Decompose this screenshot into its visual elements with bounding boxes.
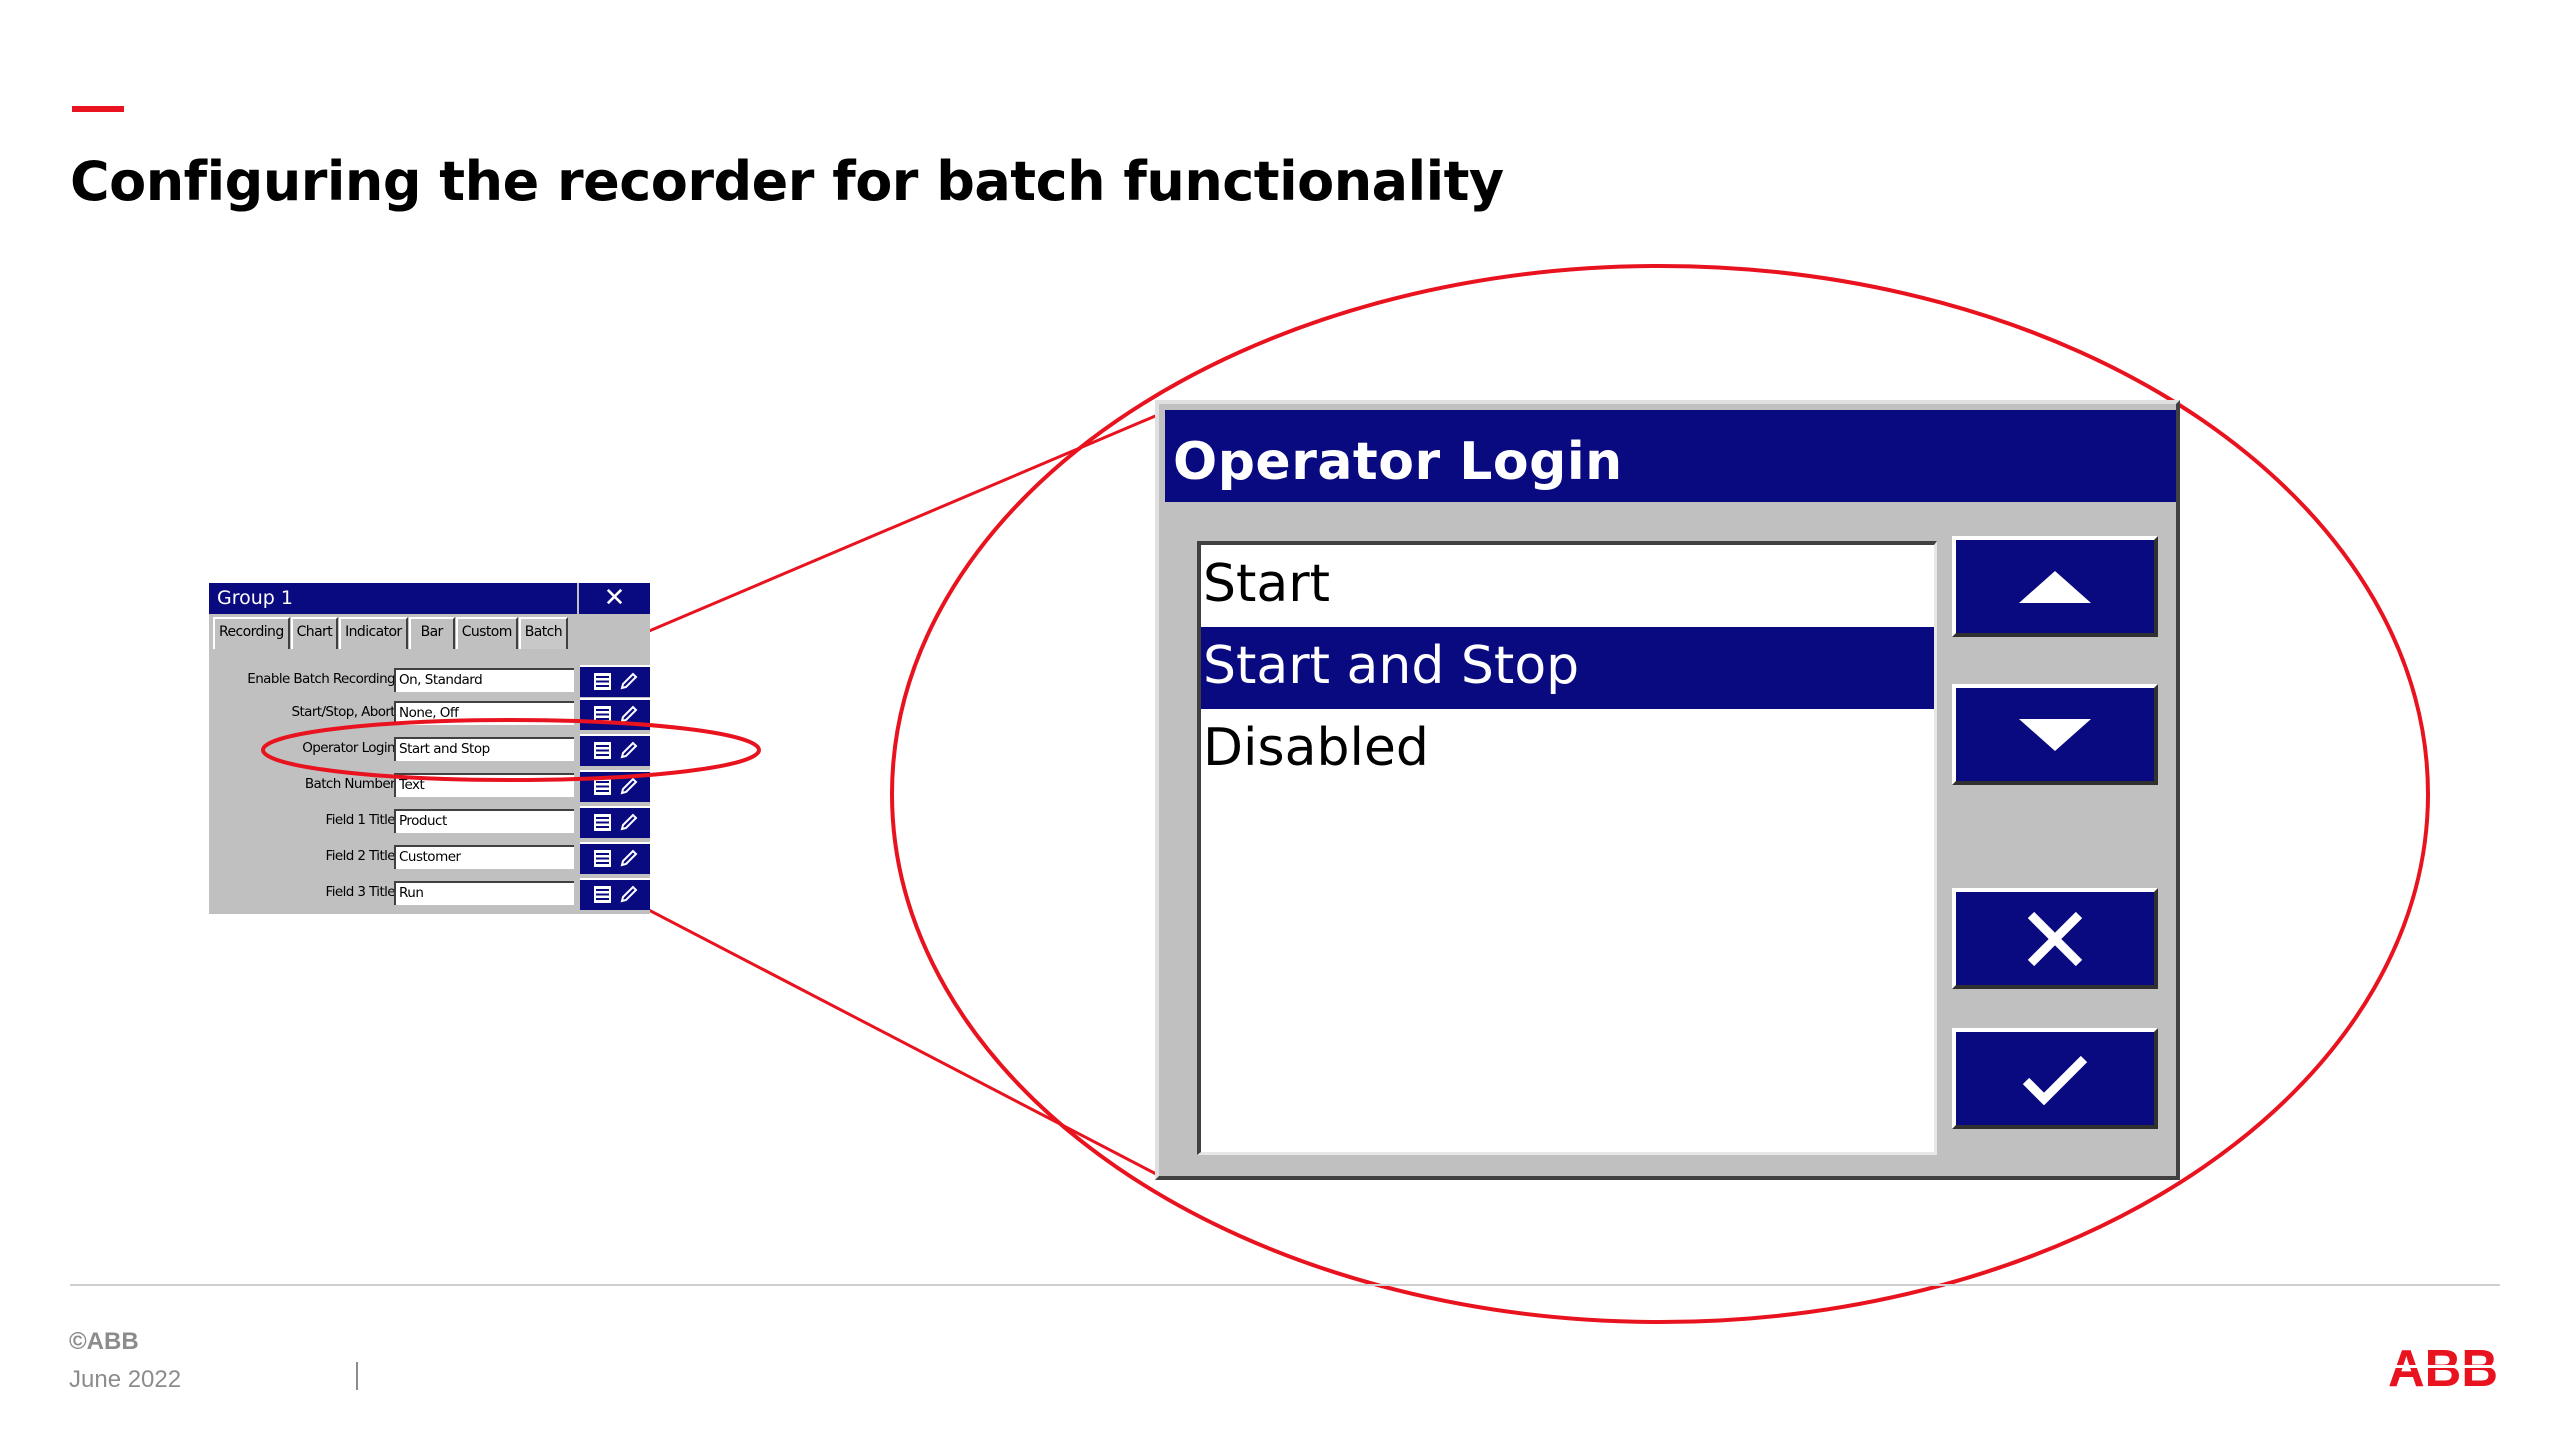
batch-settings-dialog: Group 1 ✕ Recording Chart Indicator Bar … (209, 583, 650, 914)
setting-label: Field 3 Title (325, 884, 396, 900)
close-icon (2027, 911, 2083, 966)
setting-label: Operator Login (302, 740, 395, 756)
close-button[interactable]: ✕ (577, 583, 650, 614)
tab-indicator[interactable]: Indicator (339, 617, 408, 649)
setting-value-field[interactable]: Run (394, 881, 574, 905)
setting-label: Batch Number (304, 776, 396, 792)
footer-date: June 2022 (69, 1366, 182, 1393)
setting-edit-buttons[interactable] (580, 698, 650, 730)
cancel-button[interactable] (1952, 888, 2158, 989)
scroll-down-button[interactable] (1952, 684, 2158, 785)
footer-separator (356, 1362, 358, 1390)
tab-batch[interactable]: Batch (518, 617, 569, 649)
setting-value-field[interactable]: None, Off (394, 701, 574, 725)
setting-edit-buttons[interactable] (580, 878, 650, 910)
tab-chart[interactable]: Chart (290, 617, 339, 649)
tab-custom[interactable]: Custom (455, 617, 518, 649)
abb-logo: ABB (2388, 1346, 2500, 1390)
callout-ellipse-large (890, 264, 2430, 1324)
setting-value-field[interactable]: On, Standard (394, 668, 574, 692)
setting-row-operator-login: Operator Login Start and Stop (209, 732, 650, 766)
pencil-icon (620, 705, 638, 723)
setting-value-field[interactable]: Customer (394, 845, 574, 869)
setting-value-field[interactable]: Start and Stop (394, 737, 574, 761)
setting-value-field[interactable]: Product (394, 809, 574, 833)
operator-login-dialog: Operator Login Start Start and Stop Disa… (1155, 400, 2180, 1180)
list-icon (594, 850, 611, 867)
close-icon: ✕ (603, 583, 626, 613)
tab-bar[interactable]: Bar (408, 617, 455, 649)
checkmark-icon (2022, 1055, 2088, 1105)
dialog-titlebar: Operator Login (1165, 410, 2176, 502)
setting-edit-buttons[interactable] (580, 734, 650, 766)
callout-line-bottom (571, 868, 1161, 1178)
pencil-icon (620, 885, 638, 903)
setting-row-field-2-title: Field 2 Title Customer (209, 840, 650, 874)
setting-row-field-3-title: Field 3 Title Run (209, 876, 650, 910)
pencil-icon (620, 777, 638, 795)
arrow-down-icon (2019, 718, 2091, 751)
accent-dash (72, 106, 124, 112)
ok-button[interactable] (1952, 1028, 2158, 1129)
option-start[interactable]: Start (1203, 554, 1331, 614)
arrow-up-icon (2019, 570, 2091, 603)
pencil-icon (620, 741, 638, 759)
scroll-up-button[interactable] (1952, 536, 2158, 637)
setting-edit-buttons[interactable] (580, 842, 650, 874)
list-icon (594, 886, 611, 903)
option-start-and-stop[interactable]: Start and Stop (1201, 627, 1934, 709)
setting-row-enable-batch-recording: Enable Batch Recording On, Standard (209, 663, 650, 697)
setting-label: Field 2 Title (325, 848, 396, 864)
options-list: Start Start and Stop Disabled (1197, 541, 1937, 1155)
pencil-icon (620, 849, 638, 867)
setting-edit-buttons[interactable] (580, 806, 650, 838)
slide-title: Configuring the recorder for batch funct… (70, 150, 1504, 213)
callout-line-top (601, 412, 1161, 653)
list-icon (594, 673, 611, 690)
setting-edit-buttons[interactable] (580, 770, 650, 802)
pencil-icon (620, 813, 638, 831)
pencil-icon (620, 672, 638, 690)
setting-label: Enable Batch Recording (247, 671, 395, 687)
dialog-title: Operator Login (1173, 432, 1623, 492)
setting-label: Start/Stop, Abort (291, 704, 395, 720)
option-disabled[interactable]: Disabled (1203, 718, 1429, 778)
list-icon (594, 706, 611, 723)
setting-value-field[interactable]: Text (394, 773, 574, 797)
list-icon (594, 814, 611, 831)
setting-row-field-1-title: Field 1 Title Product (209, 804, 650, 838)
list-icon (594, 778, 611, 795)
dialog-titlebar: Group 1 ✕ (209, 583, 650, 614)
footer-divider (70, 1284, 2500, 1286)
copyright-text: ©ABB (69, 1328, 139, 1355)
setting-row-batch-number: Batch Number Text (209, 768, 650, 802)
setting-row-start-stop-abort: Start/Stop, Abort None, Off (209, 696, 650, 730)
tab-strip: Recording Chart Indicator Bar Custom Bat… (213, 617, 569, 649)
setting-edit-buttons[interactable] (580, 665, 650, 697)
tab-recording[interactable]: Recording (213, 617, 290, 649)
dialog-title: Group 1 (217, 587, 293, 609)
setting-label: Field 1 Title (325, 812, 396, 828)
list-icon (594, 742, 611, 759)
